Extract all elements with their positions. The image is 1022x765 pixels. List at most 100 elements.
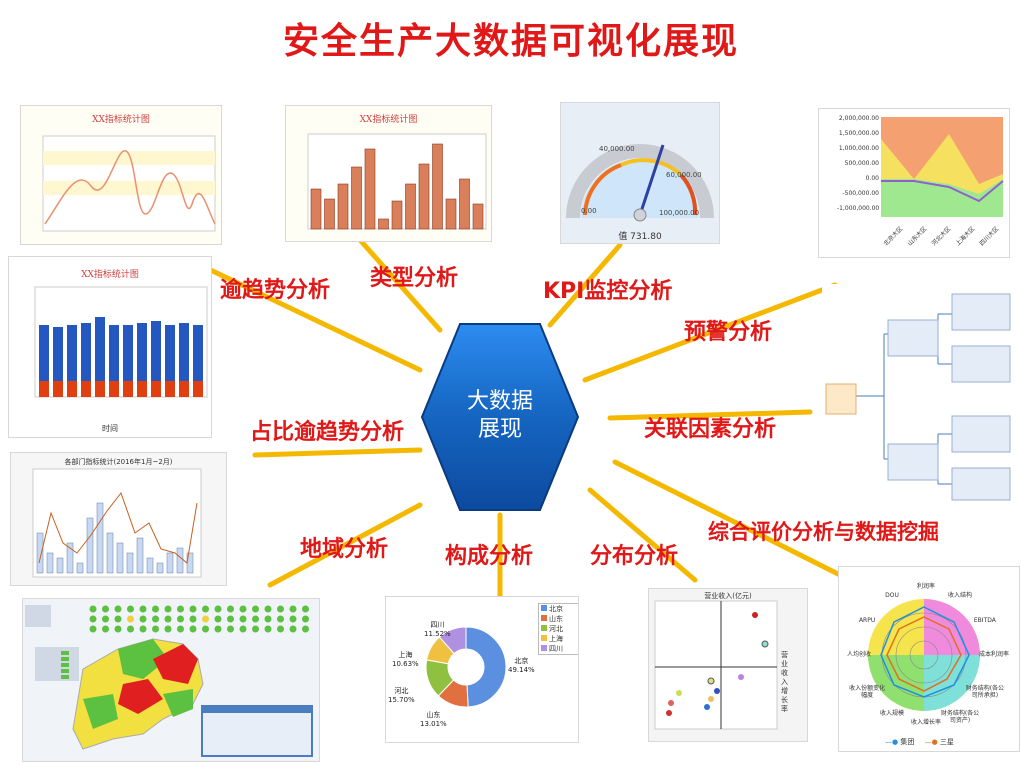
status-dot bbox=[289, 625, 297, 633]
status-dot bbox=[264, 625, 272, 633]
type-bar bbox=[310, 188, 322, 230]
status-dot bbox=[239, 615, 247, 623]
status-dot bbox=[139, 605, 147, 613]
label-ratio-trend-analysis: 占比逾趋势分析 bbox=[250, 420, 405, 445]
kpi-readout: 值 731.80 bbox=[618, 232, 662, 242]
type-bar bbox=[364, 148, 376, 230]
stacked-bar-bottom bbox=[39, 381, 49, 397]
pie-legend-item: 四川 bbox=[539, 644, 578, 654]
warning-x-ticks: 北京大区山东大区河北大区上海大区四川大区 bbox=[881, 219, 1003, 255]
kpi-tick-60000: 60,000.00 bbox=[666, 171, 702, 179]
legend-swatch bbox=[61, 669, 69, 673]
combo-bar bbox=[56, 557, 64, 574]
stacked-bar-top bbox=[123, 325, 133, 381]
pie-legend-swatch bbox=[541, 625, 547, 631]
status-dot bbox=[177, 625, 184, 633]
scatter-y-label: 营业收入增长率 bbox=[781, 651, 788, 713]
label-region-analysis: 地域分析 bbox=[300, 537, 389, 562]
status-dot bbox=[289, 605, 297, 613]
combo-plot bbox=[32, 468, 202, 578]
combo-chart-title: 各部门指标统计(2016年1月~2月) bbox=[64, 458, 173, 466]
stacked-bar-bottom bbox=[151, 381, 161, 397]
pie-legend-label: 四川 bbox=[549, 645, 563, 653]
pie-legend-item: 北京 bbox=[539, 604, 578, 614]
stacked-bar-bottom bbox=[123, 381, 133, 397]
relation-tree-thumbnail bbox=[822, 284, 1018, 502]
stacked-bar-bottom bbox=[137, 381, 147, 397]
legend-swatch bbox=[61, 657, 69, 661]
status-dot bbox=[302, 625, 309, 633]
type-bar bbox=[405, 183, 416, 230]
status-dot bbox=[152, 625, 159, 633]
radar-axis-label: DOU bbox=[885, 592, 899, 600]
status-dot bbox=[277, 615, 284, 623]
status-dot bbox=[264, 605, 272, 613]
stacked-chart-thumbnail: XX指标统计图 时间 bbox=[8, 256, 212, 438]
label-distribution-analysis: 分布分析 bbox=[590, 544, 679, 569]
stacked-chart-title: XX指标统计图 bbox=[81, 270, 139, 280]
status-dot bbox=[139, 615, 147, 623]
pie-legend-swatch bbox=[541, 605, 547, 611]
combo-bar bbox=[66, 542, 74, 574]
pie-legend-swatch bbox=[541, 645, 547, 651]
status-dot bbox=[302, 615, 309, 623]
type-bar bbox=[378, 218, 389, 230]
trend-chart-thumbnail: XX指标统计图 bbox=[20, 105, 222, 245]
radar-axis-label: EBITDA bbox=[973, 617, 996, 624]
region-map-thumbnail bbox=[22, 598, 320, 762]
combo-bar bbox=[156, 562, 164, 574]
status-dot bbox=[89, 615, 97, 623]
stacked-bar-top bbox=[81, 323, 91, 381]
stacked-x-label: 时间 bbox=[102, 424, 118, 433]
stacked-bar-bottom bbox=[53, 381, 63, 397]
status-dot bbox=[252, 625, 259, 633]
warning-y-tick: 1,500,000.00 bbox=[838, 130, 879, 137]
type-bar bbox=[391, 200, 403, 230]
status-dot bbox=[152, 615, 159, 623]
status-dot bbox=[252, 615, 259, 623]
label-relation-analysis: 关联因素分析 bbox=[644, 417, 777, 442]
status-dot bbox=[202, 605, 209, 613]
type-bar bbox=[432, 143, 443, 230]
status-dot bbox=[114, 605, 122, 613]
status-dot bbox=[302, 605, 309, 613]
radar-axis-label: 收入份额变化幅度 bbox=[849, 685, 886, 699]
status-dot bbox=[239, 605, 247, 613]
composition-donut bbox=[425, 626, 507, 708]
warning-x-tick: 山东大区 bbox=[906, 225, 929, 248]
warning-x-tick: 上海大区 bbox=[954, 225, 977, 248]
combo-line bbox=[38, 491, 198, 564]
pie-label-value: 10.63% bbox=[392, 660, 419, 668]
stacked-bar-bottom bbox=[179, 381, 189, 397]
connector-evaluation bbox=[612, 459, 863, 588]
connector-trend bbox=[197, 262, 423, 373]
page-title: 安全生产大数据可视化展现 bbox=[282, 21, 739, 62]
status-dot bbox=[177, 615, 184, 623]
stacked-bar-top bbox=[193, 325, 203, 381]
status-dot bbox=[214, 625, 222, 633]
pie-label-name: 四川 bbox=[430, 621, 445, 629]
status-dot bbox=[152, 605, 159, 613]
radar-axis-label: 收入增长率 bbox=[910, 719, 941, 726]
pie-label-name: 北京 bbox=[514, 657, 529, 665]
stacked-bar-bottom bbox=[95, 381, 105, 397]
stacked-bar-top bbox=[137, 323, 147, 381]
combo-bar bbox=[86, 517, 94, 574]
status-dot bbox=[189, 625, 197, 633]
status-dot bbox=[214, 615, 222, 623]
stacked-bar-top bbox=[165, 325, 175, 381]
status-dot bbox=[227, 615, 234, 623]
combo-bar bbox=[106, 532, 114, 574]
connector-region bbox=[267, 502, 423, 588]
warning-y-tick: 500,000.00 bbox=[844, 160, 879, 167]
stacked-bar-bottom bbox=[109, 381, 119, 397]
pie-legend-swatch bbox=[541, 635, 547, 641]
stacked-bar-plot bbox=[34, 286, 208, 398]
label-evaluation-analysis: 综合评价分析与数据挖掘 bbox=[708, 520, 939, 544]
type-chart-title: XX指标统计图 bbox=[359, 115, 418, 125]
connector-warning bbox=[582, 282, 838, 383]
type-bar-plot bbox=[307, 133, 487, 230]
status-dot bbox=[89, 625, 97, 633]
status-dot bbox=[127, 605, 134, 613]
